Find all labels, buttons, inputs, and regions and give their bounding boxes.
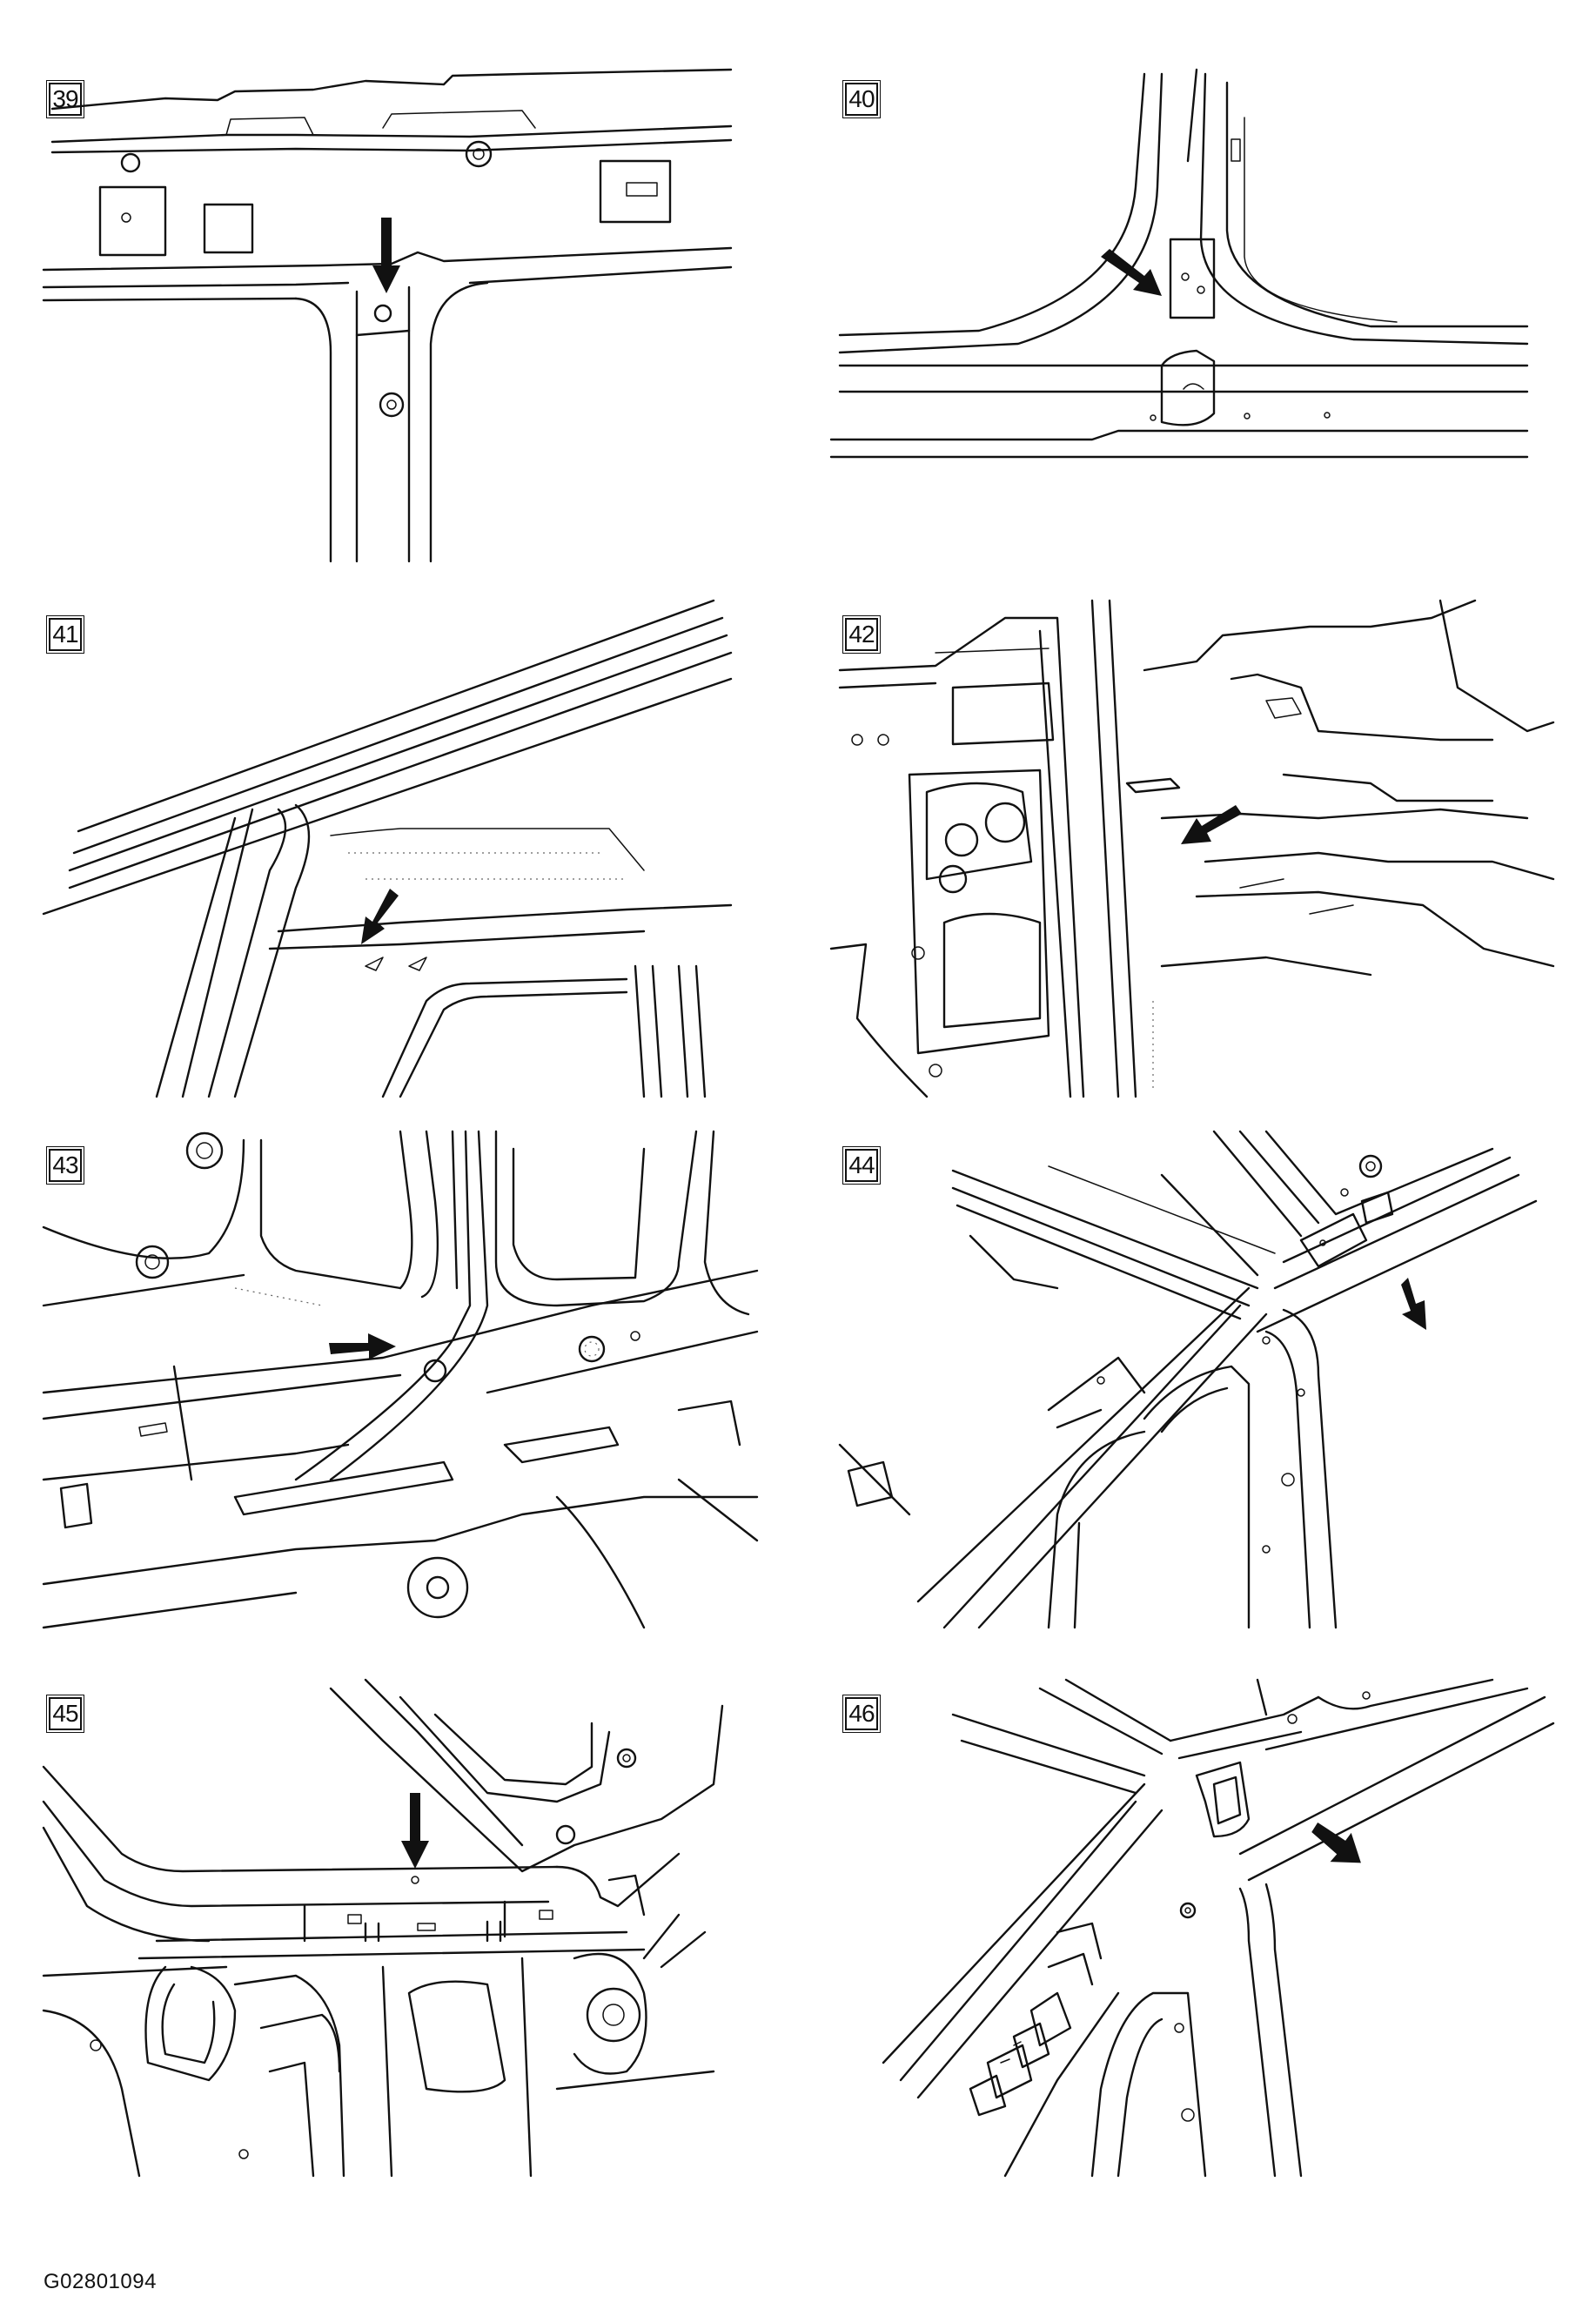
- figure-40: 40: [829, 65, 1553, 561]
- figure-45: 45: [35, 1678, 757, 2178]
- diagram-44-drawing: [838, 1130, 1538, 1629]
- figure-39: 39: [35, 65, 757, 563]
- figure-label-40: 40: [842, 80, 881, 118]
- figure-label-43: 43: [46, 1146, 84, 1185]
- diagram-39-drawing: [42, 68, 733, 563]
- figure-41: 41: [35, 599, 757, 1098]
- figure-44: 44: [831, 1130, 1553, 1629]
- figure-code: G02801094: [44, 2270, 157, 2293]
- diagram-46-drawing: [882, 1678, 1555, 2178]
- figure-46: 46: [831, 1678, 1555, 2178]
- figure-label-44: 44: [842, 1146, 881, 1185]
- figure-label-46: 46: [842, 1695, 881, 1733]
- diagram-41-drawing: [42, 599, 733, 1098]
- figure-label-45: 45: [46, 1695, 84, 1733]
- figure-label-42: 42: [842, 615, 881, 654]
- diagram-45-drawing: [42, 1678, 724, 2178]
- diagram-43-drawing: [42, 1130, 759, 1629]
- figure-43: 43: [35, 1130, 759, 1629]
- figure-label-41: 41: [46, 615, 84, 654]
- figure-42: 42: [829, 599, 1555, 1098]
- diagram-42-drawing: [829, 599, 1555, 1098]
- diagram-40-drawing: [829, 68, 1529, 459]
